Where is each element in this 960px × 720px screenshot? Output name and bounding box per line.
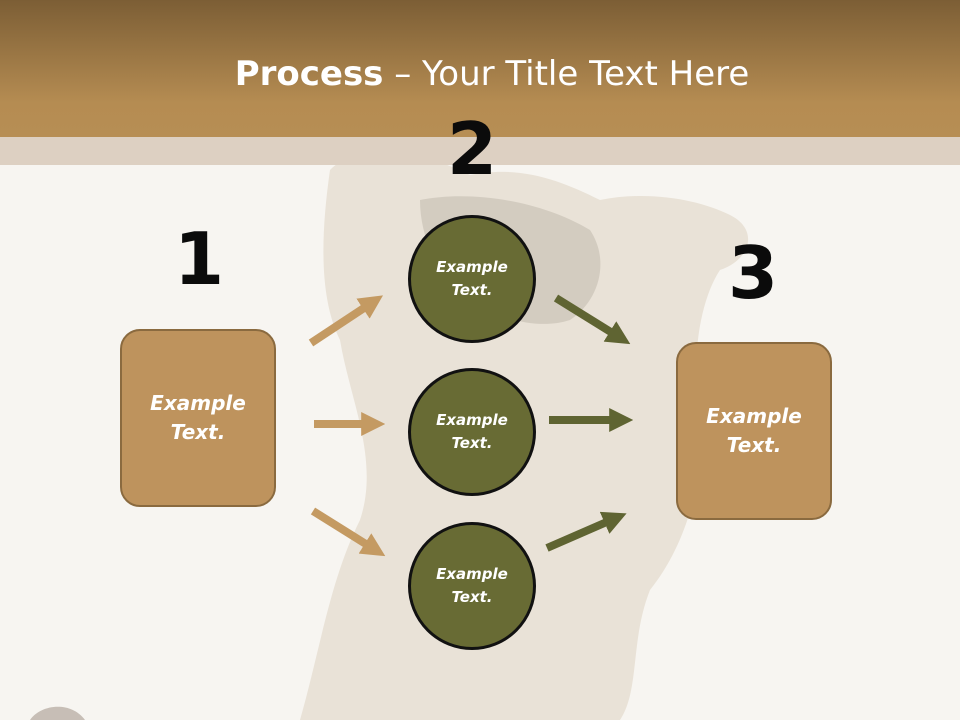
step-number-1: 1 bbox=[173, 217, 225, 301]
step-2-circle-bottom[interactable]: Example Text. bbox=[408, 522, 536, 650]
arrow-to-circle-3 bbox=[310, 507, 386, 557]
step-number-3: 3 bbox=[727, 231, 779, 315]
step-2-circle-middle[interactable]: Example Text. bbox=[408, 368, 536, 496]
step-3-box-text: Example Text. bbox=[706, 404, 802, 457]
header-bar bbox=[0, 0, 960, 137]
title-rest: – Your Title Text Here bbox=[383, 54, 750, 94]
slide-title: Process – Your Title Text Here bbox=[0, 52, 960, 96]
title-bold: Process bbox=[234, 54, 384, 94]
header-band bbox=[0, 137, 960, 165]
step-2-circle-top[interactable]: Example Text. bbox=[408, 215, 536, 343]
circle-bottom-text: Example Text. bbox=[436, 565, 508, 606]
step-number-2: 2 bbox=[446, 107, 498, 191]
circle-top-text: Example Text. bbox=[436, 258, 508, 299]
arrow-from-circle-1 bbox=[553, 294, 631, 345]
step-1-box[interactable]: Example Text. bbox=[120, 329, 276, 507]
arrow-from-circle-3 bbox=[545, 511, 627, 552]
step-3-box[interactable]: Example Text. bbox=[676, 342, 832, 520]
circle-middle-text: Example Text. bbox=[436, 411, 508, 452]
arrow-to-circle-1 bbox=[308, 295, 384, 347]
step-1-box-text: Example Text. bbox=[150, 391, 246, 444]
